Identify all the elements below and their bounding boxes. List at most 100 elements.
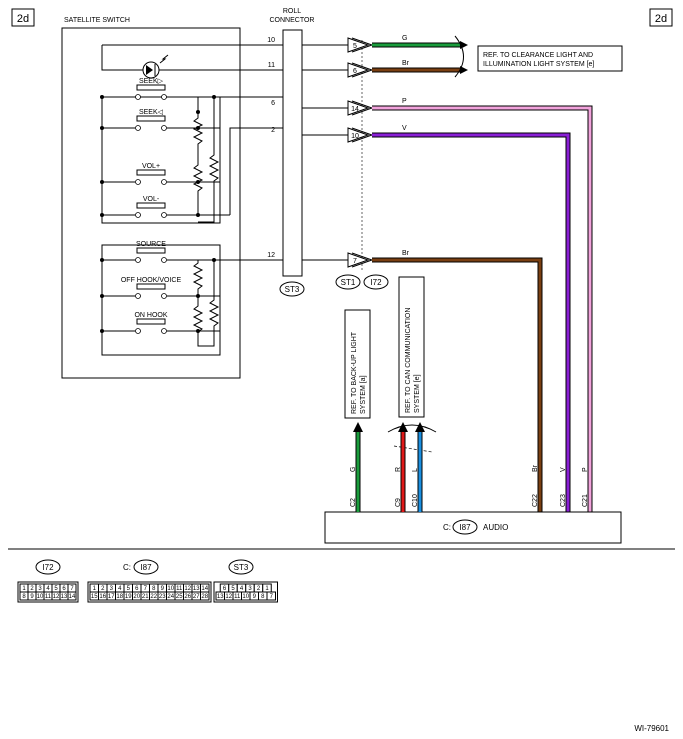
legend-cell-number: 21 — [142, 594, 149, 600]
switch-label: SOURCE — [136, 241, 166, 248]
switch-contact — [161, 212, 167, 218]
arrow-up-icon — [415, 422, 425, 432]
audio-label: AUDIO — [483, 523, 508, 532]
wire-P — [372, 106, 592, 512]
legend-id: ST3 — [234, 563, 249, 572]
switch-contact — [161, 179, 167, 185]
terminal-color-code: G — [350, 467, 357, 472]
arrow-up-icon — [398, 422, 408, 432]
switch-contact — [135, 125, 141, 131]
legend-prefix: C: — [123, 563, 131, 572]
switch-button — [136, 115, 166, 122]
roll-pin-number: 2 — [271, 127, 275, 134]
legend-cell-number: 3 — [110, 586, 114, 592]
legend-cell-number: 10 — [242, 594, 249, 600]
legend-cell-number: 9 — [253, 594, 257, 600]
legend-id: I87 — [140, 563, 152, 572]
ref-clearance-line2: ILLUMINATION LIGHT SYSTEM [e] — [483, 61, 594, 68]
switch-label: VOL- — [143, 196, 160, 203]
wire-pin2-left — [229, 127, 283, 215]
terminal-pin: C23 — [560, 494, 567, 507]
legend-cell-number: 10 — [37, 594, 44, 600]
joint-pin-number: 10 — [351, 133, 359, 140]
switch-button — [136, 202, 166, 209]
legend-cell-number: 6 — [135, 586, 139, 592]
junction-dot — [196, 213, 200, 217]
resistor-1 — [192, 112, 204, 150]
legend-cell-number: 9 — [161, 586, 165, 592]
joint-connector-pin — [347, 100, 370, 116]
switch-button — [136, 84, 166, 91]
roll-connector-title-2: CONNECTOR — [270, 17, 315, 24]
corner-tag-right: 2d — [655, 13, 667, 25]
legend-cell-number: 12 — [184, 586, 191, 592]
legend-cell-number: 6 — [62, 586, 66, 592]
legend-cell-number: 9 — [30, 594, 34, 600]
roll-connector — [282, 29, 303, 277]
switch-label: ON HOOK — [134, 312, 167, 319]
switch-contact — [161, 125, 167, 131]
legend-cell-number: 16 — [99, 594, 106, 600]
joint-pin-number: 14 — [351, 106, 359, 113]
wire-Br — [372, 258, 542, 512]
legend-id-oval — [133, 559, 159, 575]
figure-id: WI-79601 — [634, 724, 669, 733]
junction-dot — [196, 126, 200, 130]
ref-backup-box — [344, 309, 371, 419]
legend-cell-number: 8 — [152, 586, 156, 592]
legend-cell-number: 5 — [127, 586, 131, 592]
terminal-pin: C21 — [582, 494, 589, 507]
junction-dot — [196, 329, 200, 333]
legend-cell-number: 1 — [22, 586, 26, 592]
legend-cell-number: 2 — [101, 586, 105, 592]
legend-cell-number: 2 — [257, 586, 261, 592]
legend-id-oval — [35, 559, 61, 575]
legend-cell-number: 24 — [167, 594, 174, 600]
legend-cell-number: 2 — [30, 586, 34, 592]
resistor-lead — [198, 215, 215, 223]
switch-button — [136, 169, 166, 176]
legend-cell-number: 6 — [223, 586, 227, 592]
switch-label: SEEK◁ — [139, 109, 164, 116]
legend-cell-number: 7 — [144, 586, 148, 592]
terminal-color-code: L — [412, 468, 419, 472]
legend-cell — [200, 591, 210, 601]
ref-can-line2: SYSTEM [e] — [414, 374, 421, 413]
legend-cell-number: 18 — [116, 594, 123, 600]
joint-id-oval-2 — [363, 274, 389, 290]
resistor-6 — [208, 260, 220, 340]
led-diode-icon — [146, 65, 153, 75]
terminal-pin: C10 — [412, 494, 419, 507]
roll-connector-title-1: ROLL — [283, 8, 301, 15]
legend-cell — [266, 591, 276, 601]
legend-cell-number: 8 — [22, 594, 26, 600]
legend-cell-number: 22 — [150, 594, 157, 600]
roll-pin-number: 11 — [268, 62, 275, 69]
switch-group-1-frame — [101, 96, 221, 224]
roll-connector-id: ST3 — [285, 285, 300, 294]
switch-button — [136, 283, 166, 290]
wire-color-code: V — [402, 125, 407, 132]
switch-contact — [161, 328, 167, 334]
audio-id: I87 — [459, 523, 471, 532]
joint-connector-pin — [347, 252, 370, 268]
switch-contact — [161, 293, 167, 299]
terminal-pin: C9 — [395, 498, 402, 507]
junction-dot — [100, 294, 104, 298]
ref-can-line1: REF. TO CAN COMMUNICATION — [405, 308, 412, 413]
terminal-pin: C2 — [350, 498, 357, 507]
legend-cell-number: 12 — [53, 594, 60, 600]
legend-cell-number: 13 — [61, 594, 68, 600]
legend-cell-number: 3 — [38, 586, 42, 592]
joint-connector-pin — [347, 127, 370, 143]
legend-cell-number: 11 — [176, 586, 183, 592]
wire-color-code: P — [402, 98, 407, 105]
switch-group-2-frame — [101, 244, 221, 356]
legend-cell-number: 20 — [133, 594, 140, 600]
ref-backup-line1: REF. TO BACK-UP LIGHT — [351, 331, 358, 414]
legend-cell-number: 28 — [201, 594, 208, 600]
terminal-color-code: Br — [532, 464, 539, 472]
legend-cell-number: 1 — [93, 586, 97, 592]
junction-dot — [196, 294, 200, 298]
joint-connector-pin — [347, 37, 370, 53]
